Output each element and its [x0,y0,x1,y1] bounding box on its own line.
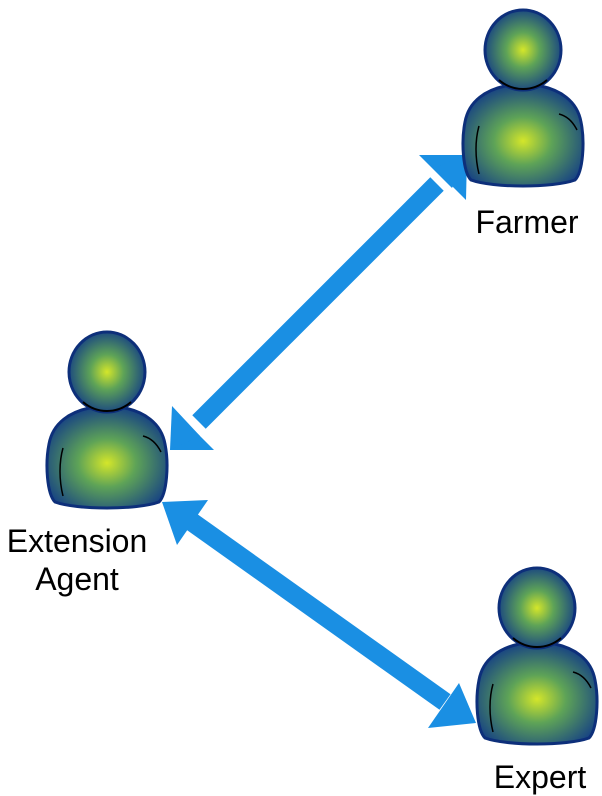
extension-agent-label-line1: Extension [6,523,148,559]
extension-agent-label-line2: Agent [35,561,119,597]
expert-label: Expert [493,759,587,795]
farmer-person-icon [461,8,585,188]
farmer-label: Farmer [475,204,579,240]
extension-agent-label: Extension Agent [0,522,154,598]
agent-person-icon [45,330,169,510]
arrow-agent-expert [162,500,476,728]
arrow-agent-farmer [170,155,467,450]
expert-person-icon [475,566,599,746]
